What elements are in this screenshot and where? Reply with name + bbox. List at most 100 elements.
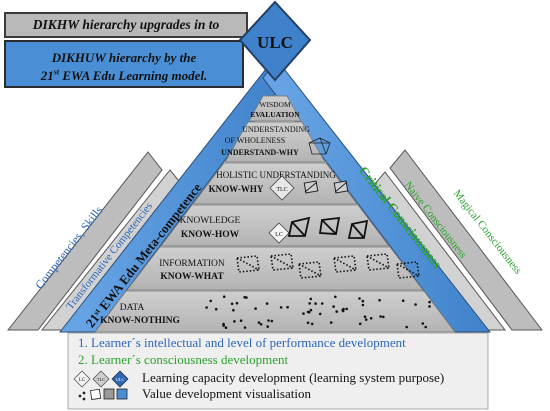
- level-information-top: INFORMATION: [159, 259, 225, 269]
- apex-label: ULC: [257, 33, 293, 52]
- apex-diamond: [238, 0, 312, 82]
- band-understanding: [224, 121, 326, 163]
- data-dot: [428, 300, 431, 304]
- data-dot: [230, 302, 234, 306]
- data-dot: [265, 302, 269, 305]
- data-dot: [358, 322, 362, 326]
- data-dot: [259, 323, 263, 326]
- data-dot: [209, 299, 212, 303]
- level-understanding-bottom: UNDERSTAND-WHY: [221, 148, 299, 157]
- data-dot: [332, 305, 335, 308]
- data-dot: [320, 302, 324, 305]
- data-dot: [254, 307, 257, 310]
- info-network-diag-6: [396, 263, 420, 277]
- title-st: st: [53, 68, 60, 77]
- data-dot: [235, 301, 239, 305]
- legend: 1. Learner´s intellectual and level of p…: [68, 333, 488, 411]
- data-dot: [361, 299, 365, 303]
- data-dot: [309, 297, 313, 301]
- level-wisdom-bottom: EVALUATION: [250, 110, 300, 119]
- left-meta-st: st: [91, 307, 102, 317]
- level-wisdom-top: WISDOM: [259, 100, 291, 109]
- data-dots: [205, 295, 431, 330]
- data-dot: [358, 297, 361, 300]
- data-dot: [286, 305, 289, 309]
- data-dot: [329, 321, 333, 324]
- data-dot: [428, 305, 431, 308]
- badge-lc: LC: [268, 222, 290, 244]
- data-dot: [314, 302, 317, 305]
- data-dot: [302, 312, 305, 315]
- level-data-top: DATA: [120, 303, 145, 313]
- band-information: [126, 246, 424, 291]
- data-dot: [341, 309, 345, 313]
- data-dot: [379, 315, 382, 318]
- info-network-diag-1: [236, 257, 260, 271]
- data-dot: [232, 308, 235, 312]
- level-knowledge-bottom: KNOW-HOW: [181, 230, 240, 240]
- legend-item-4: Value development visualisation: [142, 386, 311, 401]
- info-network-diag-2: [270, 255, 294, 269]
- knowledge-network-icons: [287, 216, 369, 239]
- data-dot: [239, 319, 243, 323]
- data-dot: [224, 326, 228, 330]
- data-dot: [222, 295, 226, 299]
- data-dot: [369, 317, 373, 320]
- data-dot: [414, 303, 417, 306]
- blue-frame-right: [262, 59, 492, 333]
- title-dikhuw: DIKHUW hierarchy by the 21st EWA Edu Lea…: [4, 40, 244, 88]
- data-dot: [318, 312, 322, 316]
- left-outer-wing: [6, 151, 163, 331]
- data-dot: [335, 310, 339, 313]
- data-dot: [401, 299, 405, 303]
- info-network-diag-4: [333, 257, 357, 271]
- title-dikhuw-line2: 21st EWA Edu Learning model.: [41, 68, 208, 83]
- wholeness-network-icon: [308, 137, 331, 155]
- legend-box: [67, 332, 489, 410]
- data-dot: [243, 326, 247, 329]
- title-model: EWA Edu Learning model.: [59, 68, 208, 84]
- data-dot: [243, 295, 246, 299]
- legend-item-1: 1. Learner´s intellectual and level of p…: [78, 335, 406, 350]
- data-dot: [270, 319, 274, 323]
- data-dot: [308, 302, 312, 305]
- data-dot: [279, 306, 283, 309]
- level-information-bottom: KNOW-WHAT: [160, 272, 224, 282]
- title-21: 21: [40, 68, 54, 84]
- data-dot: [334, 295, 337, 299]
- data-dot: [306, 310, 310, 314]
- data-dot: [233, 320, 236, 323]
- level-data-bottom: KNOW-NOTHING: [100, 316, 180, 326]
- info-network-diag-5: [366, 255, 390, 269]
- legend-icon-ulc: ULC: [116, 377, 125, 382]
- data-dot: [222, 324, 225, 327]
- level-holistic-top: HOLISTIC UNDERSTANDING: [216, 170, 336, 180]
- data-dot: [267, 319, 270, 322]
- title-dikhw: DIKHW hierarchy upgrades in to: [4, 12, 248, 38]
- data-dot: [363, 315, 367, 319]
- data-dot: [306, 321, 310, 325]
- right-outer-wing: [389, 149, 544, 331]
- legend-icon-tlc: TLC: [97, 377, 106, 382]
- data-dot: [266, 325, 270, 328]
- data-dot: [382, 315, 385, 319]
- badge-lc-label: LC: [275, 232, 283, 238]
- info-network-diag-3: [298, 263, 322, 277]
- band-wisdom: [248, 95, 302, 122]
- legend-item-2: 2. Learner´s consciousness development: [78, 352, 289, 367]
- data-dot: [345, 307, 349, 311]
- information-network-icons: [236, 253, 420, 279]
- data-dot: [257, 321, 261, 324]
- data-dot: [205, 306, 208, 309]
- level-holistic-bottom: KNOW-WHY: [209, 184, 264, 194]
- data-dot: [378, 298, 381, 302]
- legend-icon-lc: LC: [79, 378, 86, 383]
- band-data: [94, 290, 456, 333]
- holistic-network-icons: [303, 180, 349, 194]
- data-dot: [421, 322, 425, 325]
- badge-tlc: TLC: [269, 175, 295, 201]
- level-knowledge-top: KNOWLEDGE: [180, 216, 241, 226]
- badge-tlc-label: TLC: [276, 187, 287, 193]
- data-dot: [214, 307, 218, 311]
